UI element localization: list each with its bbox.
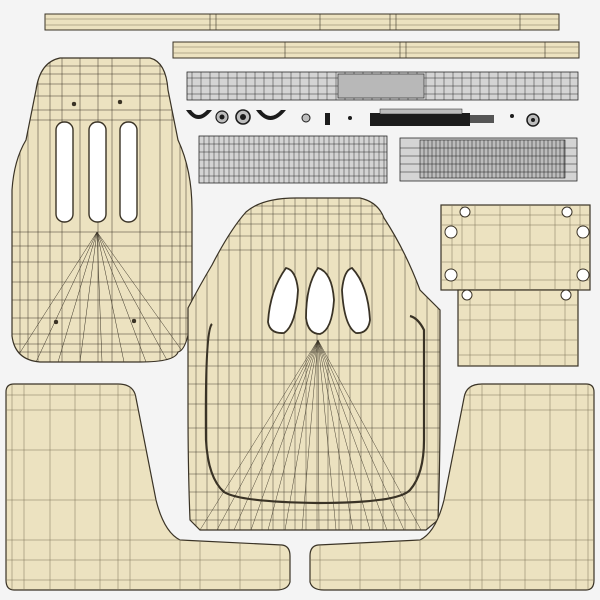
seat-back-shell bbox=[11, 57, 193, 363]
wire-edge bbox=[317, 339, 405, 530]
wire-edge bbox=[317, 339, 422, 530]
second-rail-strip bbox=[172, 41, 580, 59]
wire-edge bbox=[317, 339, 337, 530]
wire-edge bbox=[250, 339, 319, 530]
wire-edge bbox=[96, 231, 125, 362]
wire-edge bbox=[96, 231, 103, 362]
wire-edge bbox=[301, 339, 319, 530]
wire-edge bbox=[96, 231, 169, 362]
wire-edge bbox=[284, 339, 319, 530]
wire-edge bbox=[13, 231, 98, 362]
side-bolster-left bbox=[5, 383, 291, 591]
hardware-bar-top bbox=[186, 71, 579, 101]
bucket-vent-slots bbox=[267, 266, 371, 335]
star-vertices bbox=[53, 99, 137, 325]
mounting-bracket bbox=[440, 204, 591, 367]
wire-edge bbox=[199, 339, 319, 530]
wire-edge bbox=[57, 231, 98, 362]
wire-edge bbox=[35, 231, 98, 362]
hardware-block-left bbox=[198, 135, 388, 184]
top-rail-strip bbox=[44, 13, 560, 31]
wire-edge bbox=[96, 231, 147, 362]
wire-edge bbox=[317, 339, 388, 530]
wire-edge bbox=[317, 339, 354, 530]
hardware-block-right bbox=[399, 137, 578, 182]
wire-edge bbox=[267, 339, 319, 530]
wire-edge bbox=[96, 231, 191, 362]
hardware-small-parts bbox=[186, 108, 540, 127]
wire-edge bbox=[317, 339, 320, 530]
wire-edge bbox=[317, 339, 371, 530]
wire-edge bbox=[79, 231, 98, 362]
wire-edge bbox=[233, 339, 319, 530]
vent-slots bbox=[55, 121, 138, 223]
wire-edge bbox=[216, 339, 319, 530]
